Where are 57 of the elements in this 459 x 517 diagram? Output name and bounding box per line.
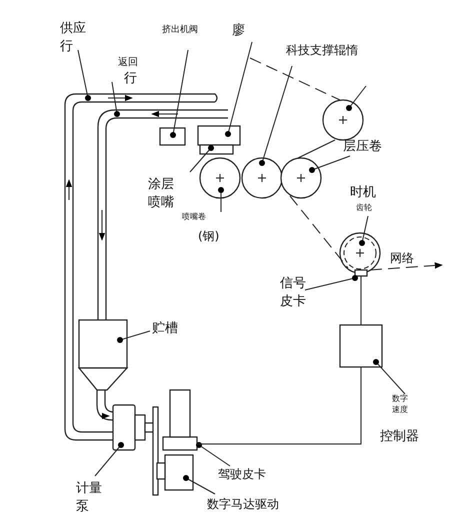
leader-line — [373, 359, 406, 394]
part-label: 科技支撑辊惰 — [286, 42, 359, 58]
part-label: 控制器 — [380, 428, 420, 446]
part-label: 返回 — [118, 56, 139, 70]
web-line — [196, 366, 362, 444]
return-pipe — [97, 109, 228, 320]
part-label: 挤出机阀 — [161, 24, 199, 36]
signal-pickup — [354, 269, 368, 277]
drive-pickup — [162, 436, 198, 451]
leader-line — [225, 42, 252, 137]
leader-line — [346, 86, 366, 111]
leader-line — [112, 82, 120, 117]
speed-controller — [339, 324, 383, 368]
leader-line — [259, 66, 292, 166]
web-line — [250, 58, 340, 100]
leader-line — [309, 156, 350, 173]
motor-drive — [156, 389, 194, 491]
backup-roll — [241, 157, 283, 199]
part-label: 行 — [124, 70, 138, 88]
part-label: 数字速度 — [392, 394, 409, 416]
leader-line — [78, 50, 91, 101]
part-label: 贮槽 — [152, 320, 179, 338]
die-head — [197, 125, 241, 146]
web-label: 网络 — [390, 250, 415, 266]
web-line — [298, 140, 336, 158]
idler-roll — [322, 99, 364, 141]
leader-line — [304, 275, 358, 290]
leader-line — [183, 475, 216, 494]
timing-gear — [339, 232, 381, 274]
part-label: 喷嘴卷 — [182, 212, 207, 223]
leader-line — [218, 187, 224, 212]
supply-pipe — [64, 93, 218, 441]
part-label: (钢) — [198, 228, 220, 244]
nozzle-roll — [199, 157, 241, 199]
storage-tank — [78, 319, 128, 421]
web-line — [370, 262, 443, 270]
metering-pump — [112, 404, 159, 496]
part-label: 时机 — [350, 184, 377, 202]
web-line — [290, 196, 348, 268]
leader-line — [196, 442, 230, 466]
laminating-roll — [280, 157, 322, 199]
part-label: 供应行 — [60, 20, 87, 56]
leader-line — [170, 50, 188, 138]
part-label: 信号皮卡 — [280, 275, 307, 310]
web-line — [360, 276, 362, 326]
leader-line — [94, 442, 124, 476]
part-label: 驾驶皮卡 — [218, 466, 267, 482]
leader-line — [359, 216, 368, 246]
part-label: 齿轮 — [356, 203, 373, 214]
part-label: 计量泵 — [76, 480, 103, 516]
coating-nozzle — [199, 144, 234, 155]
leader-line — [117, 330, 150, 343]
part-label: 层压卷 — [342, 138, 382, 156]
part-label: 廖 — [232, 22, 246, 40]
part-label: 数字马达驱动 — [207, 496, 280, 512]
part-label: 涂层喷嘴 — [148, 176, 175, 212]
leader-line — [190, 145, 214, 172]
